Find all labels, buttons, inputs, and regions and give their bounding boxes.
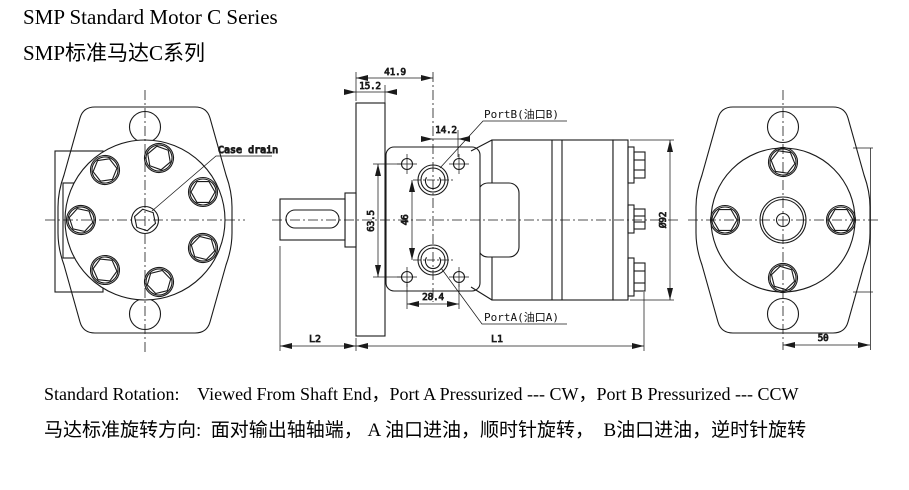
port-a-leader	[440, 267, 567, 325]
rotation-note-zh: 马达标准旋转方向: 面对输出轴轴端， A 油口进油，顺时针旋转， B油口进油，逆…	[44, 420, 807, 441]
rotation-note-en: Standard Rotation: Viewed From Shaft End…	[44, 384, 799, 404]
dim-41-9: 41.9	[384, 67, 406, 78]
shaft-keyway	[285, 209, 340, 229]
chamfer-line	[470, 286, 493, 301]
port-labels: PortB(油口B) PortA(油口A)	[439, 107, 567, 325]
dim-50-group: 50	[783, 147, 873, 350]
case-drain-leader	[151, 155, 272, 212]
dim-15-2: 15.2	[359, 81, 381, 92]
chamfer-line	[470, 139, 493, 152]
dimensions: 41.9 15.2 14.2 63.5 46 28.4	[279, 67, 674, 351]
left-view-rear: Case drain	[45, 90, 279, 352]
dim-50: 50	[818, 333, 829, 344]
port-a-label: PortA(油口A)	[484, 310, 559, 324]
dim-63-5: 63.5	[366, 210, 377, 232]
dim-14-2: 14.2	[435, 125, 457, 136]
port-b-leader	[439, 120, 567, 169]
page-title: SMP Standard Motor C Series	[23, 5, 278, 29]
dim-l2: L2	[309, 334, 321, 345]
side-view	[279, 102, 646, 337]
right-view-front: 50	[688, 90, 878, 350]
case-drain-label: Case drain	[218, 145, 278, 156]
shaft-center-hole	[775, 212, 791, 228]
port-b-label: PortB(油口B)	[484, 107, 559, 121]
output-shaft	[279, 198, 346, 241]
page-title-zh: SMP标准马达C系列	[23, 41, 206, 65]
end-cap-bolts	[627, 146, 646, 297]
dim-l1: L1	[491, 334, 503, 345]
dim-28-4: 28.4	[422, 292, 444, 303]
